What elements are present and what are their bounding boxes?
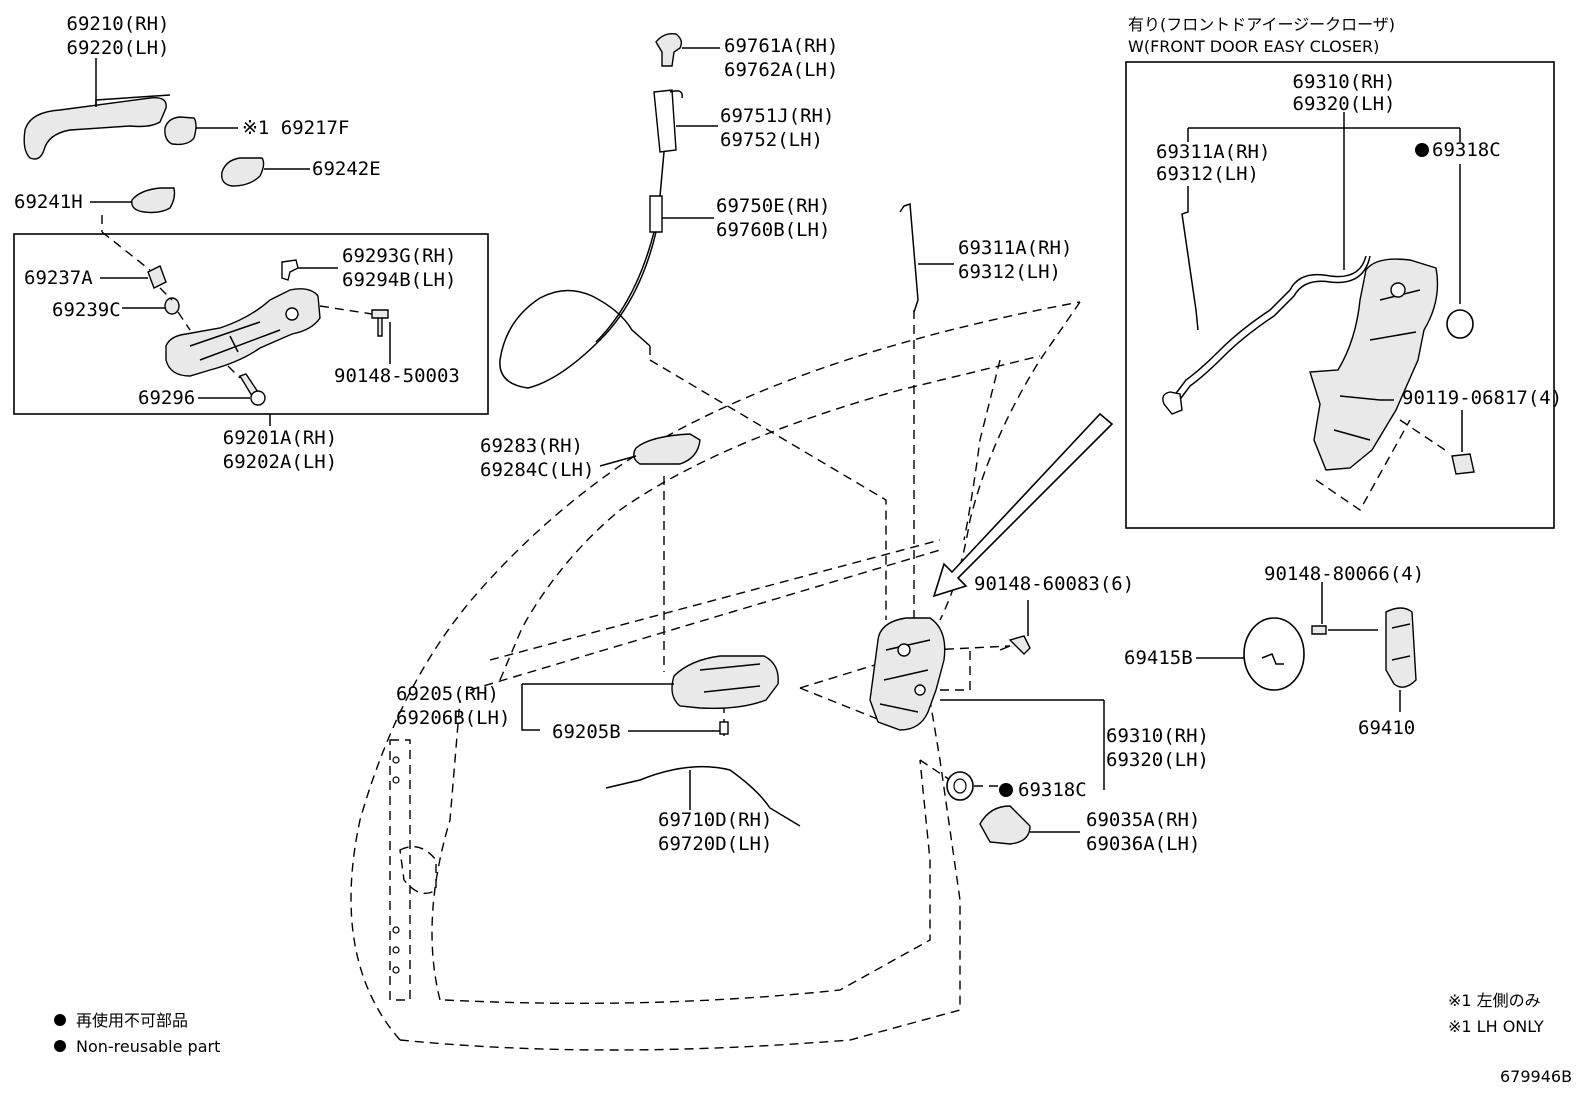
label-69410: 69410 <box>1358 717 1415 739</box>
grommet-part <box>147 265 167 289</box>
label-69761a: 69761A(RH) <box>724 35 838 57</box>
label-69241h: 69241H <box>14 191 83 213</box>
legend-en: Non-reusable part <box>76 1037 220 1056</box>
inset-cable-part <box>1173 255 1367 397</box>
door-outline <box>350 301 1081 1051</box>
label-69237a: 69237A <box>24 267 93 289</box>
label-69320: 69320(LH) <box>1106 749 1209 771</box>
legend-jp: 再使用不可部品 <box>76 1011 188 1030</box>
screw-part <box>371 309 389 337</box>
label-69283: 69283(RH) <box>480 435 583 457</box>
label-69205: 69205(RH) <box>396 683 499 705</box>
label-69206b: 69206B(LH) <box>396 707 510 729</box>
handle-frame-part <box>165 288 321 377</box>
lock-screw-part <box>999 635 1031 655</box>
inset-bolt-part <box>1451 453 1475 475</box>
legend-dot-jp <box>54 1014 66 1026</box>
label-69415b: 69415B <box>1124 647 1193 669</box>
label-69296: 69296 <box>138 387 195 409</box>
legend-dot-en <box>54 1040 66 1052</box>
label-69210: 69210(RH) <box>67 13 170 35</box>
handle-pad-part <box>221 157 265 187</box>
cable-holder-part <box>653 89 677 153</box>
note-lh-only-en: ※1 LH ONLY <box>1448 1017 1544 1036</box>
label-69312: 69312(LH) <box>958 261 1061 283</box>
inset-label-69311a: 69311A(RH) <box>1156 141 1270 163</box>
label-69217f: ※1 69217F <box>242 117 349 139</box>
label-69239c: 69239C <box>52 299 121 321</box>
label-69760b: 69760B(LH) <box>716 219 830 241</box>
label-69710d: 69710D(RH) <box>658 809 772 831</box>
label-69752: 69752(LH) <box>720 129 823 151</box>
striker-plate-part <box>1243 617 1305 691</box>
label-69751j: 69751J(RH) <box>720 105 834 127</box>
inside-handle-part <box>671 655 779 709</box>
label-69035a: 69035A(RH) <box>1086 809 1200 831</box>
bracket-part <box>281 259 299 281</box>
outside-handle-part <box>23 97 167 160</box>
label-69750e: 69750E(RH) <box>716 195 830 217</box>
label-69310: 69310(RH) <box>1106 725 1209 747</box>
inset-label-69312: 69312(LH) <box>1156 163 1259 185</box>
label-69762a: 69762A(LH) <box>724 59 838 81</box>
label-69242e: 69242E <box>312 158 381 180</box>
inset-label-69310: 69310(RH) <box>1293 71 1396 93</box>
label-90148-50003: 90148-50003 <box>334 365 460 387</box>
inset-washer-part <box>1446 309 1474 339</box>
handle-frame-box <box>13 233 489 415</box>
outside-handle-group <box>13 94 489 415</box>
note-lh-only-jp: ※1 左側のみ <box>1448 991 1541 1010</box>
inset-rod-part <box>1181 186 1199 331</box>
inset-title-en: W(FRONT DOOR EASY CLOSER) <box>1128 37 1379 56</box>
door-striker-part <box>1385 607 1417 688</box>
inset-lock-assembly-part <box>1309 258 1439 471</box>
inset-label-90119: 90119-06817(4) <box>1402 387 1562 409</box>
label-69293g: 69293G(RH) <box>342 245 456 267</box>
label-69036a: 69036A(LH) <box>1086 833 1200 855</box>
striker-screw-part <box>1311 625 1327 635</box>
inside-handle-bezel-part <box>633 433 701 465</box>
label-69220: 69220(LH) <box>67 37 170 59</box>
label-90148-60083: 90148-60083(6) <box>974 573 1134 595</box>
diagram-id: 679946B <box>1500 1067 1572 1086</box>
inset-title-jp: 有り(フロントドアイージークローザ) <box>1128 15 1395 34</box>
label-69720d: 69720D(LH) <box>658 833 772 855</box>
inset-label-69320: 69320(LH) <box>1293 93 1396 115</box>
inside-cable-part <box>605 765 801 827</box>
lock-rod-part <box>903 202 919 313</box>
inset-frame <box>1125 61 1555 529</box>
label-69284c: 69284C(LH) <box>480 459 594 481</box>
label-69201a: 69201A(RH) <box>223 427 337 449</box>
key-cylinder-cover-part <box>164 116 197 146</box>
inset-label-69318c: 69318C <box>1432 139 1501 161</box>
easy-closer-inset <box>1125 61 1555 529</box>
lock-cable-part <box>499 231 657 389</box>
pad-part <box>164 297 180 315</box>
non-reusable-dot <box>999 783 1013 797</box>
label-69318c: 69318C <box>1018 779 1087 801</box>
lock-cable-group <box>499 32 720 389</box>
direction-arrow <box>932 412 1114 598</box>
label-69202a: 69202A(LH) <box>223 451 337 473</box>
label-69311a: 69311A(RH) <box>958 237 1072 259</box>
cable-clip-part <box>655 32 683 67</box>
handle-cover-part <box>131 187 176 214</box>
label-69294b: 69294B(LH) <box>342 269 456 291</box>
label-69205b: 69205B <box>552 721 621 743</box>
label-90148-80066: 90148-80066(4) <box>1264 563 1424 585</box>
inset-non-reusable-dot <box>1415 143 1429 157</box>
lock-cover-part <box>979 805 1031 845</box>
